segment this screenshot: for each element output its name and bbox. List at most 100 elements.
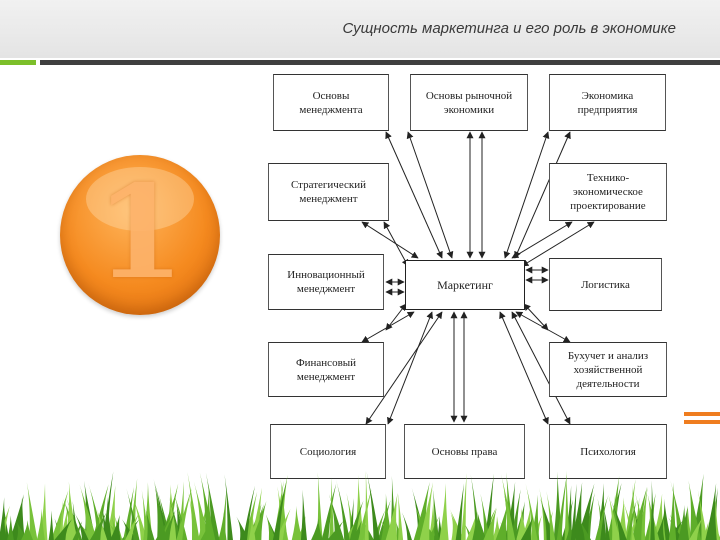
grass-blade <box>564 470 570 540</box>
grass-blade <box>89 512 107 540</box>
grass-blade <box>505 481 516 540</box>
grass-blade <box>205 472 220 540</box>
grass-blade <box>351 520 362 540</box>
grass-decoration <box>0 470 720 540</box>
grass-blade <box>272 480 287 540</box>
grass-blade <box>607 475 620 540</box>
grass-blade <box>110 515 121 540</box>
grass-blade <box>242 485 256 540</box>
grass-blade <box>327 520 344 540</box>
grass-blade <box>36 508 45 540</box>
grass-blade <box>516 507 529 540</box>
badge-gloss <box>86 167 194 231</box>
node-marketing-center: Маркетинг <box>405 260 525 310</box>
grass-blade <box>224 474 233 540</box>
grass-blade <box>220 489 227 540</box>
grass-blade <box>276 509 291 540</box>
header-band <box>0 0 720 58</box>
grass-blade <box>397 492 404 540</box>
grass-blade <box>311 518 323 540</box>
connector-arrow <box>385 303 407 331</box>
grass-blade <box>0 497 6 540</box>
grass-blade <box>530 494 540 540</box>
node-management: Основы менеджмента <box>273 74 389 131</box>
grass-blade <box>460 473 467 540</box>
grass-blade <box>385 493 398 540</box>
grass-blade <box>624 479 636 540</box>
connector-arrow <box>385 131 443 259</box>
grass-blade <box>9 494 25 540</box>
grass-blade <box>495 503 508 540</box>
grass-blade <box>697 489 708 540</box>
connector-arrow <box>503 131 550 259</box>
grass-blade <box>358 489 372 540</box>
node-sociology: Социология <box>270 424 386 479</box>
grass-blade <box>48 510 54 540</box>
grass-blade <box>153 478 169 540</box>
grass-blade <box>125 512 140 540</box>
grass-blade <box>689 516 704 540</box>
grass-blade <box>556 474 568 540</box>
badge-number: 1 <box>95 158 185 308</box>
grass-blade <box>670 480 685 540</box>
connector-arrow <box>523 303 549 331</box>
connector-arrow <box>361 221 419 259</box>
grass-blade <box>154 481 167 540</box>
grass-blade <box>329 476 334 540</box>
grass-blade <box>571 482 583 540</box>
connector-arrow <box>406 131 454 259</box>
grass-blade <box>570 483 577 540</box>
grass-blade <box>92 484 109 540</box>
grass-blade <box>483 507 497 540</box>
grass-blade <box>654 515 665 540</box>
connector-arrow <box>521 221 595 267</box>
node-technical-design: Технико- экономическое проектирование <box>549 163 667 221</box>
grass-blade <box>366 471 380 540</box>
grass-blade <box>176 488 192 540</box>
grass-blade <box>58 500 64 540</box>
grass-blade <box>199 472 216 540</box>
grass-blade <box>472 518 477 540</box>
grass-blade <box>484 473 494 540</box>
grass-blade <box>197 504 207 540</box>
grass-blade <box>161 510 176 540</box>
grass-blade <box>608 494 621 540</box>
grass-blade <box>510 489 521 540</box>
grass-blade <box>168 496 181 540</box>
grass-blade <box>520 516 534 540</box>
grass-blade <box>603 507 610 540</box>
grass-blade <box>455 483 464 540</box>
connector-arrow <box>515 311 571 343</box>
grass-blade <box>413 481 430 540</box>
node-logistics: Логистика <box>549 258 662 311</box>
grass-blade <box>79 484 98 540</box>
grass-blade <box>252 501 267 540</box>
grass-blade <box>321 483 337 540</box>
connector-arrow <box>511 311 571 425</box>
grass-blade <box>291 505 303 540</box>
node-enterprise-economics: Экономика предприятия <box>549 74 666 131</box>
grass-blade <box>102 497 112 540</box>
grass-blade <box>637 487 648 540</box>
accent-orange-bar-top <box>684 412 720 416</box>
grass-blade <box>480 493 490 540</box>
grass-blade <box>678 504 688 540</box>
grass-blade <box>650 480 655 540</box>
number-badge: 1 <box>60 155 220 315</box>
grass-blade <box>335 479 350 540</box>
grass-blade <box>300 489 307 540</box>
grass-blade <box>54 518 73 540</box>
grass-blade <box>73 512 89 540</box>
grass-blade <box>187 472 200 540</box>
accent-green-bar <box>0 60 36 65</box>
grass-blade <box>691 473 704 540</box>
grass-blade <box>595 495 608 540</box>
grass-blade <box>126 488 140 540</box>
grass-blade <box>328 494 345 540</box>
grass-blade <box>21 520 34 540</box>
grass-blade <box>204 489 213 540</box>
grass-blade <box>500 473 516 540</box>
grass-blade <box>525 483 538 540</box>
grass-blade <box>439 483 449 540</box>
grass-blade <box>688 480 702 540</box>
